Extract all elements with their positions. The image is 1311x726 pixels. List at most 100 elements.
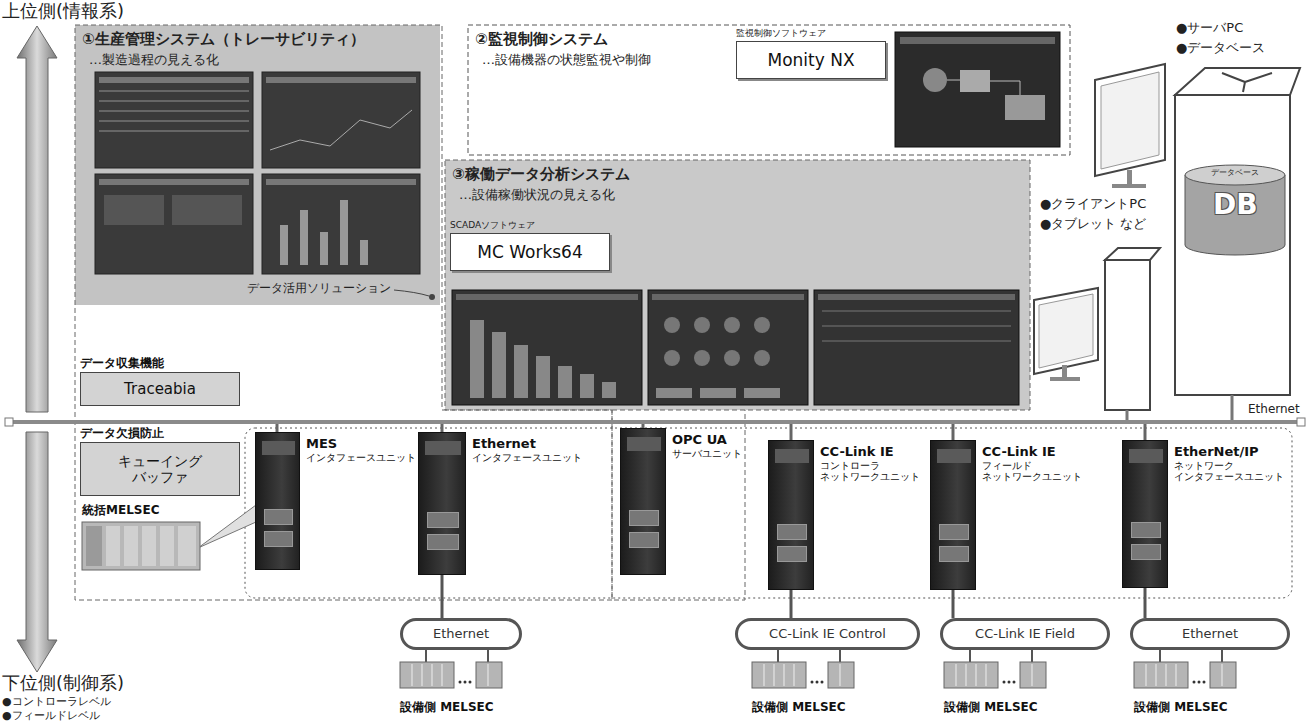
unit-label: EtherNet/IPネットワーク インタフェースユニット xyxy=(1174,440,1280,482)
system-region: ③稼働データ分析システム…設備稼働状況の見える化 SCADAソフトウェアMC Wo… xyxy=(445,160,1030,410)
region-heading: ③稼働データ分析システム xyxy=(445,160,1030,183)
field-plc xyxy=(1222,664,1223,686)
module-body xyxy=(418,432,466,575)
system-region: ①生産管理システム（トレーサビリティ）…製造過程の見える化 xyxy=(75,25,440,305)
screenshot xyxy=(814,290,1019,405)
network-line xyxy=(1144,588,1147,618)
field-plc xyxy=(811,681,814,684)
screenshot xyxy=(664,317,680,333)
db-caption: データベース xyxy=(1211,168,1259,178)
field-plc xyxy=(969,650,971,662)
module-port xyxy=(939,546,969,562)
field-plc xyxy=(476,662,502,688)
module-display xyxy=(627,437,661,451)
screenshot xyxy=(172,195,242,225)
client-pc xyxy=(1034,248,1160,422)
network-line xyxy=(952,590,955,618)
region-subtitle: …製造過程の見える化 xyxy=(75,48,440,68)
field-plc xyxy=(1159,650,1161,662)
client-pc xyxy=(1105,260,1150,410)
interface-unit: MESインタフェースユニット xyxy=(255,432,416,570)
ethernet-bus xyxy=(1144,424,1147,440)
unit-label: MESインタフェースユニット xyxy=(306,432,416,463)
unit-name: CC-Link IE xyxy=(982,444,1079,460)
master-plc xyxy=(198,505,256,548)
region-subtitle: …設備稼働状況の見える化 xyxy=(445,183,1030,203)
master-plc xyxy=(178,526,196,566)
server-pc xyxy=(1185,165,1285,185)
server-pc xyxy=(1112,184,1146,188)
plc-label: 設備側 MELSEC xyxy=(1134,700,1228,714)
module-body xyxy=(930,440,976,590)
interface-unit: OPC UAサーバユニット xyxy=(620,428,742,575)
unit-label: CC-Link IEコントローラ ネットワークユニット xyxy=(820,440,917,482)
screenshot xyxy=(602,382,616,398)
network-pill: Ethernet xyxy=(400,618,522,650)
network-line xyxy=(441,575,444,618)
master-plc xyxy=(124,526,138,566)
function-name: Traceabia xyxy=(124,380,196,398)
unit-name: OPC UA xyxy=(672,432,742,448)
field-plc xyxy=(944,650,1046,688)
network-pill: Ethernet xyxy=(1130,618,1290,650)
level-item: ●フィールドレベル xyxy=(2,709,100,722)
field-plc xyxy=(469,681,472,684)
module-port xyxy=(427,512,459,528)
ethernet-bus xyxy=(12,420,1298,424)
field-plc xyxy=(1221,650,1223,662)
field-plc xyxy=(777,650,779,662)
module-body xyxy=(255,432,300,570)
field-plc xyxy=(1193,681,1196,684)
software-node: SCADAソフトウェアMC Works64 xyxy=(450,220,610,271)
module-port xyxy=(777,524,807,540)
field-plc xyxy=(816,681,819,684)
unit-name: Ethernet xyxy=(472,436,582,452)
screenshot xyxy=(960,70,990,92)
level-label: 下位側(制御系) xyxy=(2,672,124,694)
screenshot xyxy=(104,195,164,225)
software-name: MC Works64 xyxy=(463,242,597,262)
screenshot xyxy=(300,210,308,265)
server-pc xyxy=(1231,395,1234,422)
screenshot xyxy=(99,90,249,92)
field-plc xyxy=(1198,681,1201,684)
leader-line xyxy=(394,290,435,300)
screenshot xyxy=(558,366,572,398)
screenshot xyxy=(652,294,804,300)
screenshot xyxy=(99,77,249,83)
screenshot xyxy=(1005,95,1045,120)
screenshot xyxy=(99,130,249,132)
module-port xyxy=(629,510,659,526)
module-display xyxy=(775,449,809,463)
screenshot xyxy=(947,80,1020,95)
unit-name: EtherNet/IP xyxy=(1174,444,1280,460)
interface-unit: CC-Link IEコントローラ ネットワークユニット xyxy=(768,440,917,590)
ethernet-bus xyxy=(1297,418,1305,426)
ethernet-bus xyxy=(5,418,13,426)
ethernet-bus xyxy=(790,424,793,440)
module-port xyxy=(264,509,293,525)
module-port xyxy=(1131,544,1161,560)
field-plc xyxy=(400,650,502,688)
field-plc xyxy=(412,664,442,686)
leader-line xyxy=(394,290,429,296)
screenshot xyxy=(95,174,253,274)
module-body xyxy=(1122,440,1168,588)
field-plc xyxy=(1134,650,1236,688)
device-label: ●データベース xyxy=(1176,40,1265,56)
server-pc xyxy=(1095,64,1165,176)
region-outline xyxy=(245,428,1292,598)
db-mark: DB xyxy=(1213,188,1258,222)
screenshot xyxy=(822,325,1011,327)
screenshot xyxy=(895,32,1060,147)
region-outline xyxy=(75,25,1292,600)
function-box: データ収集機能Traceabia xyxy=(80,356,240,406)
screenshot xyxy=(456,294,638,300)
field-plc xyxy=(944,662,998,688)
screenshot xyxy=(514,345,528,398)
field-plc xyxy=(464,681,467,684)
field-plc xyxy=(400,662,454,688)
master-plc xyxy=(106,526,120,566)
screenshot xyxy=(648,290,808,405)
plc-label: 設備側 MELSEC xyxy=(752,700,846,714)
